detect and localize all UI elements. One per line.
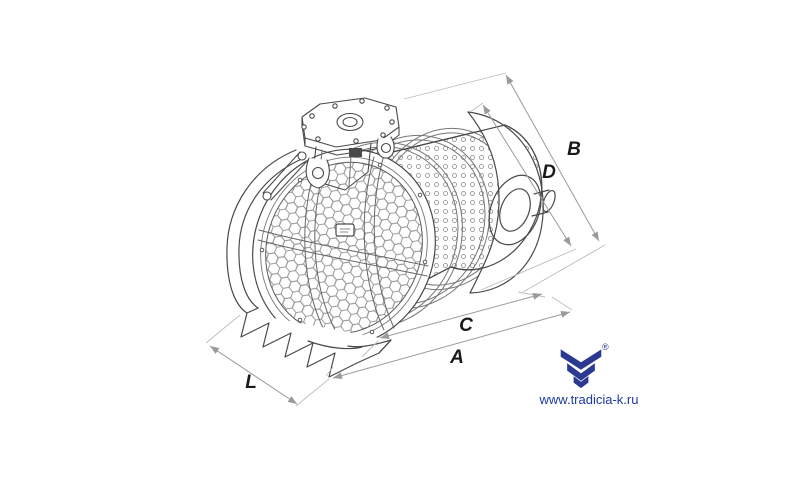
face-frame-bars: [257, 154, 429, 335]
website-url: www.tradicia-k.ru: [539, 392, 639, 407]
brand-logo-row: ®: [555, 342, 609, 390]
pedestal-sticker: [349, 148, 362, 157]
lifting-lugs: [305, 136, 395, 189]
tradicia-logo-icon: [560, 349, 602, 389]
shell-outer-edge: [226, 149, 297, 314]
dimension-label-c: C: [459, 315, 473, 336]
shell-link-arm: [262, 151, 309, 201]
screen-drum: [252, 111, 556, 348]
dimension-label-l: L: [245, 372, 257, 393]
dimension-label-b: B: [567, 139, 581, 160]
dimension-line-a: [332, 311, 571, 379]
shell-inner-edge: [238, 157, 305, 309]
dimension-line-d: [482, 104, 572, 247]
dimension-label-d: D: [542, 162, 556, 183]
drum-nameplate: [335, 223, 355, 237]
mount-center-hole: [336, 112, 364, 132]
registered-trademark-symbol: ®: [602, 342, 609, 352]
mount-bolt-holes: [301, 98, 395, 144]
watermark: ® www.tradicia-k.ru: [530, 342, 648, 407]
dimension-label-a: A: [449, 347, 464, 368]
dimension-annotations: B D C A L: [205, 72, 606, 407]
mount-assembly: [262, 97, 400, 201]
dimension-line-l: [209, 345, 298, 405]
